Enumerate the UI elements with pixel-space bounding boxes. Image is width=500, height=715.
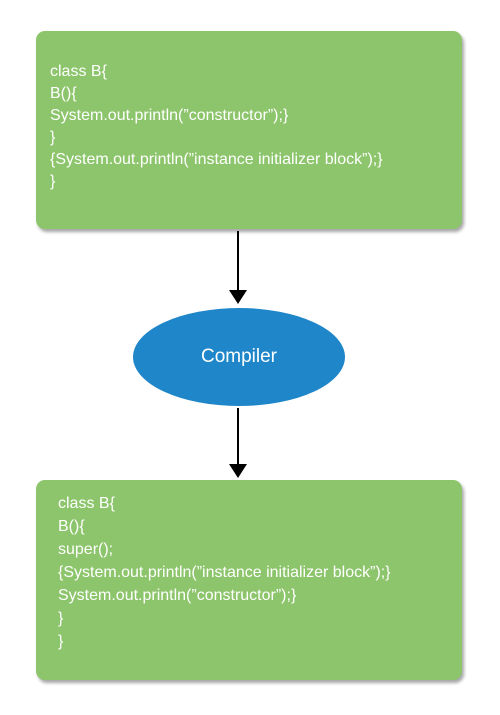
output-line-2: B(){ xyxy=(58,518,85,535)
arrow-source-to-compiler xyxy=(229,231,247,304)
source-line-6: } xyxy=(50,173,56,190)
output-line-3: super(); xyxy=(58,541,114,558)
output-line-5: System.out.println(”constructor”);} xyxy=(58,587,297,604)
source-code-box: class B{ B(){ System.out.println(”constr… xyxy=(36,31,462,229)
output-line-6: } xyxy=(58,610,64,627)
output-line-4: {System.out.println(”instance initialize… xyxy=(58,564,391,581)
source-line-5: {System.out.println(”instance initialize… xyxy=(50,151,383,168)
compiled-code-box: class B{ B(){ super(); {System.out.print… xyxy=(36,480,462,680)
source-line-2: B(){ xyxy=(50,85,77,102)
compiler-label: Compiler xyxy=(200,346,278,367)
output-line-7: } xyxy=(58,633,64,650)
source-line-4: } xyxy=(50,129,56,146)
arrow-compiler-to-output xyxy=(229,408,247,478)
source-line-3: System.out.println(”constructor”);} xyxy=(50,107,289,124)
compiler-node: Compiler xyxy=(133,308,345,406)
output-line-1: class B{ xyxy=(58,495,115,512)
source-line-1: class B{ xyxy=(50,63,107,80)
